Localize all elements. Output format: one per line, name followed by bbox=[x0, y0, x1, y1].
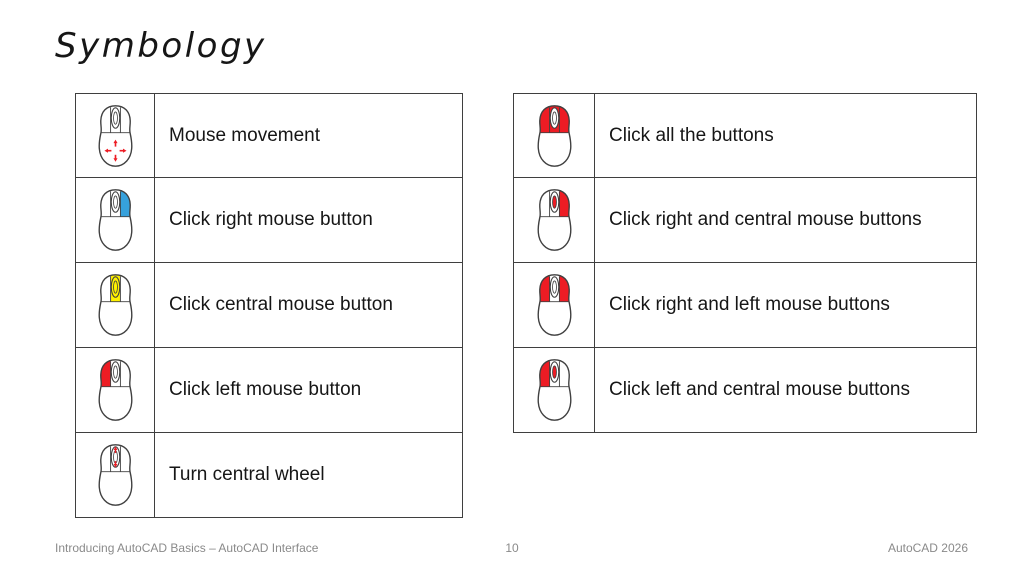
symbol-label: Mouse movement bbox=[155, 93, 463, 178]
table-row: Click left mouse button bbox=[75, 348, 463, 433]
footer-version: AutoCAD 2026 bbox=[887, 541, 968, 555]
mouse-central-click-icon bbox=[75, 263, 155, 348]
symbology-table-left: Mouse movement Click right mouse button … bbox=[75, 93, 463, 518]
mouse-all-buttons-icon bbox=[513, 93, 595, 178]
mouse-left-central-click-icon bbox=[513, 348, 595, 433]
footer-page-number: 10 bbox=[505, 541, 519, 555]
symbol-label: Click right and left mouse buttons bbox=[595, 263, 977, 348]
table-row: Turn central wheel bbox=[75, 433, 463, 518]
table-row: Click right and left mouse buttons bbox=[513, 263, 977, 348]
table-row: Click all the buttons bbox=[513, 93, 977, 178]
mouse-right-central-click-icon bbox=[513, 178, 595, 263]
symbol-label: Click right and central mouse buttons bbox=[595, 178, 977, 263]
mouse-movement-icon bbox=[75, 93, 155, 178]
symbol-label: Click central mouse button bbox=[155, 263, 463, 348]
page-title: Symbology bbox=[55, 26, 267, 66]
mouse-wheel-turn-icon bbox=[75, 433, 155, 518]
symbol-label: Click all the buttons bbox=[595, 93, 977, 178]
symbol-label: Click left mouse button bbox=[155, 348, 463, 433]
mouse-right-click-icon bbox=[75, 178, 155, 263]
footer-title: Introducing AutoCAD Basics – AutoCAD Int… bbox=[55, 541, 319, 555]
mouse-right-left-click-icon bbox=[513, 263, 595, 348]
symbology-table-right: Click all the buttons Click right and ce… bbox=[513, 93, 977, 433]
table-row: Click central mouse button bbox=[75, 263, 463, 348]
symbol-label: Turn central wheel bbox=[155, 433, 463, 518]
table-row: Click right and central mouse buttons bbox=[513, 178, 977, 263]
symbol-label: Click right mouse button bbox=[155, 178, 463, 263]
symbol-label: Click left and central mouse buttons bbox=[595, 348, 977, 433]
mouse-left-click-icon bbox=[75, 348, 155, 433]
table-row: Click left and central mouse buttons bbox=[513, 348, 977, 433]
table-row: Mouse movement bbox=[75, 93, 463, 178]
table-row: Click right mouse button bbox=[75, 178, 463, 263]
